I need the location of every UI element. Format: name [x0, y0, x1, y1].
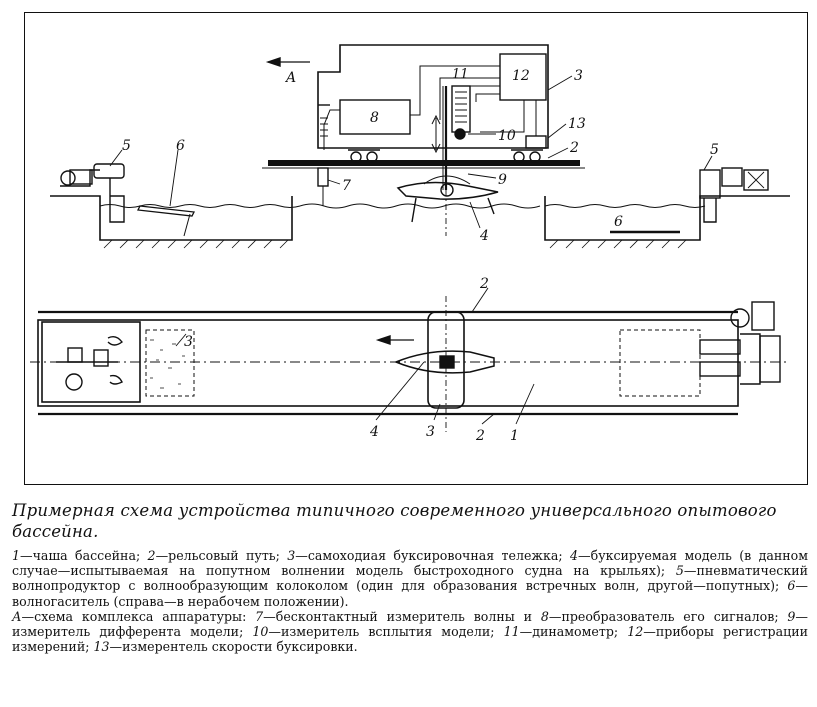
box-12-recorders	[499, 53, 547, 101]
direction-arrow	[265, 57, 310, 67]
legend-text: —рельсовый путь;	[155, 548, 288, 563]
wavemaker-right-5	[699, 167, 769, 223]
caption-title: Примерная схема устройства типичного сов…	[12, 501, 777, 541]
legend: 1—чаша бассейна; 2—рельсовый путь; 3—сам…	[12, 548, 808, 654]
legend-text: —пневматический волнопродуктор с волнооб…	[12, 563, 808, 594]
callout-5-right: 5	[710, 142, 719, 158]
callout-3-plan-left: 3	[184, 334, 193, 350]
leader-lines	[109, 75, 713, 425]
legend-paragraph-2: А—схема комплекса аппаратуры: 7—бесконта…	[12, 609, 808, 655]
wave-probe-7	[317, 167, 329, 187]
legend-number: 5	[675, 563, 684, 579]
figure: A 5 6 7 8 11 12 3 13 10 2 9 4 5 6 2 3 4 …	[24, 12, 808, 485]
caption: Примерная схема устройства типичного сов…	[12, 500, 808, 654]
legend-text: —бесконтактный измеритель волны и	[263, 608, 541, 624]
wave-damper-left-6	[137, 205, 195, 217]
elevation-view	[50, 44, 790, 249]
legend-number: 4	[570, 548, 579, 563]
callout-3-plan-bottom: 3	[426, 424, 435, 440]
callout-6-right: 6	[614, 214, 623, 230]
legend-text: —схема комплекса аппаратуры:	[21, 608, 256, 624]
figure-frame	[24, 12, 808, 485]
legend-number: 7	[255, 608, 264, 624]
basin-diagram: A 5 6 7 8 11 12 3 13 10 2 9 4 5 6 2 3 4 …	[30, 44, 790, 444]
legend-text: —измерентель скорости буксировки.	[109, 639, 358, 655]
callout-13: 13	[568, 116, 586, 132]
callout-7: 7	[342, 178, 351, 194]
absorber-hatching	[150, 339, 185, 389]
legend-number: 10	[252, 624, 269, 640]
legend-text: —приборы регистрации измерений;	[12, 624, 809, 655]
callout-8: 8	[370, 110, 379, 126]
legend-number: 9	[787, 608, 796, 624]
box-8-converter	[339, 99, 411, 135]
left-machinery-plan	[56, 335, 123, 391]
heave-meter-10	[454, 128, 466, 140]
towing-carriage	[317, 44, 549, 149]
callout-4-plan: 4	[369, 424, 379, 440]
basin-section-left	[50, 195, 293, 241]
legend-text: —волногаситель (справа—в нерабочем полож…	[12, 578, 808, 609]
model-plan	[394, 350, 495, 374]
callout-10: 10	[498, 128, 516, 144]
legend-text: —самоходиая буксировочная тележка;	[295, 548, 570, 563]
legend-text: —измеритель всплытия модели;	[268, 624, 504, 640]
legend-number: 1	[12, 548, 21, 563]
carriage-wheels	[348, 149, 543, 163]
basin-plan	[37, 319, 739, 407]
callout-5-left: 5	[122, 138, 131, 154]
legend-paragraph-1: 1—чаша бассейна; 2—рельсовый путь; 3—сам…	[12, 548, 808, 609]
callout-11: 11	[452, 67, 469, 82]
plan-view	[30, 75, 790, 432]
trim-meter-9	[423, 175, 471, 185]
callout-6-left: 6	[176, 138, 185, 154]
legend-number: 8	[540, 608, 549, 624]
legend-number: 11	[503, 624, 520, 640]
legend-text: —динамометр;	[519, 624, 628, 640]
box-13-speed-meter	[525, 135, 547, 149]
callout-3-top: 3	[574, 68, 583, 84]
callout-4-top: 4	[479, 228, 489, 244]
legend-text: —измеритель дифферента модели;	[12, 608, 808, 640]
basin-section-right	[544, 195, 790, 241]
water-surface	[99, 204, 706, 208]
rail-track	[268, 160, 580, 166]
legend-text: —буксируемая модель (в данном случае—исп…	[12, 548, 809, 579]
left-housing-plan	[41, 321, 141, 403]
callout-1-plan: 1	[510, 428, 519, 444]
legend-number: 13	[93, 639, 110, 655]
right-machinery-plan	[699, 301, 781, 385]
legend-text: —чаша бассейна;	[20, 548, 148, 563]
legend-text: —преобразователь его сигналов;	[548, 608, 788, 624]
callout-12: 12	[512, 68, 530, 84]
wavemaker-left-5	[60, 163, 125, 223]
callout-2-plan-bottom: 2	[475, 428, 485, 444]
callout-2-top: 2	[569, 140, 579, 156]
legend-number: А	[12, 608, 22, 624]
model-hydrofoil	[396, 181, 499, 200]
legend-number: 2	[147, 548, 156, 563]
legend-number: 12	[627, 624, 644, 640]
callout-labels: A 5 6 7 8 11 12 3 13 10 2 9 4 5 6 2 3 4 …	[122, 67, 719, 444]
water-surface-center	[299, 203, 541, 209]
floor-hatch	[103, 239, 687, 249]
callout-2-plan-top: 2	[479, 276, 489, 292]
arrow-a-label: A	[284, 70, 296, 86]
callout-9: 9	[498, 172, 507, 188]
legend-number: 3	[287, 548, 296, 563]
dynamometer-11	[451, 85, 471, 133]
legend-number: 6	[787, 578, 796, 594]
